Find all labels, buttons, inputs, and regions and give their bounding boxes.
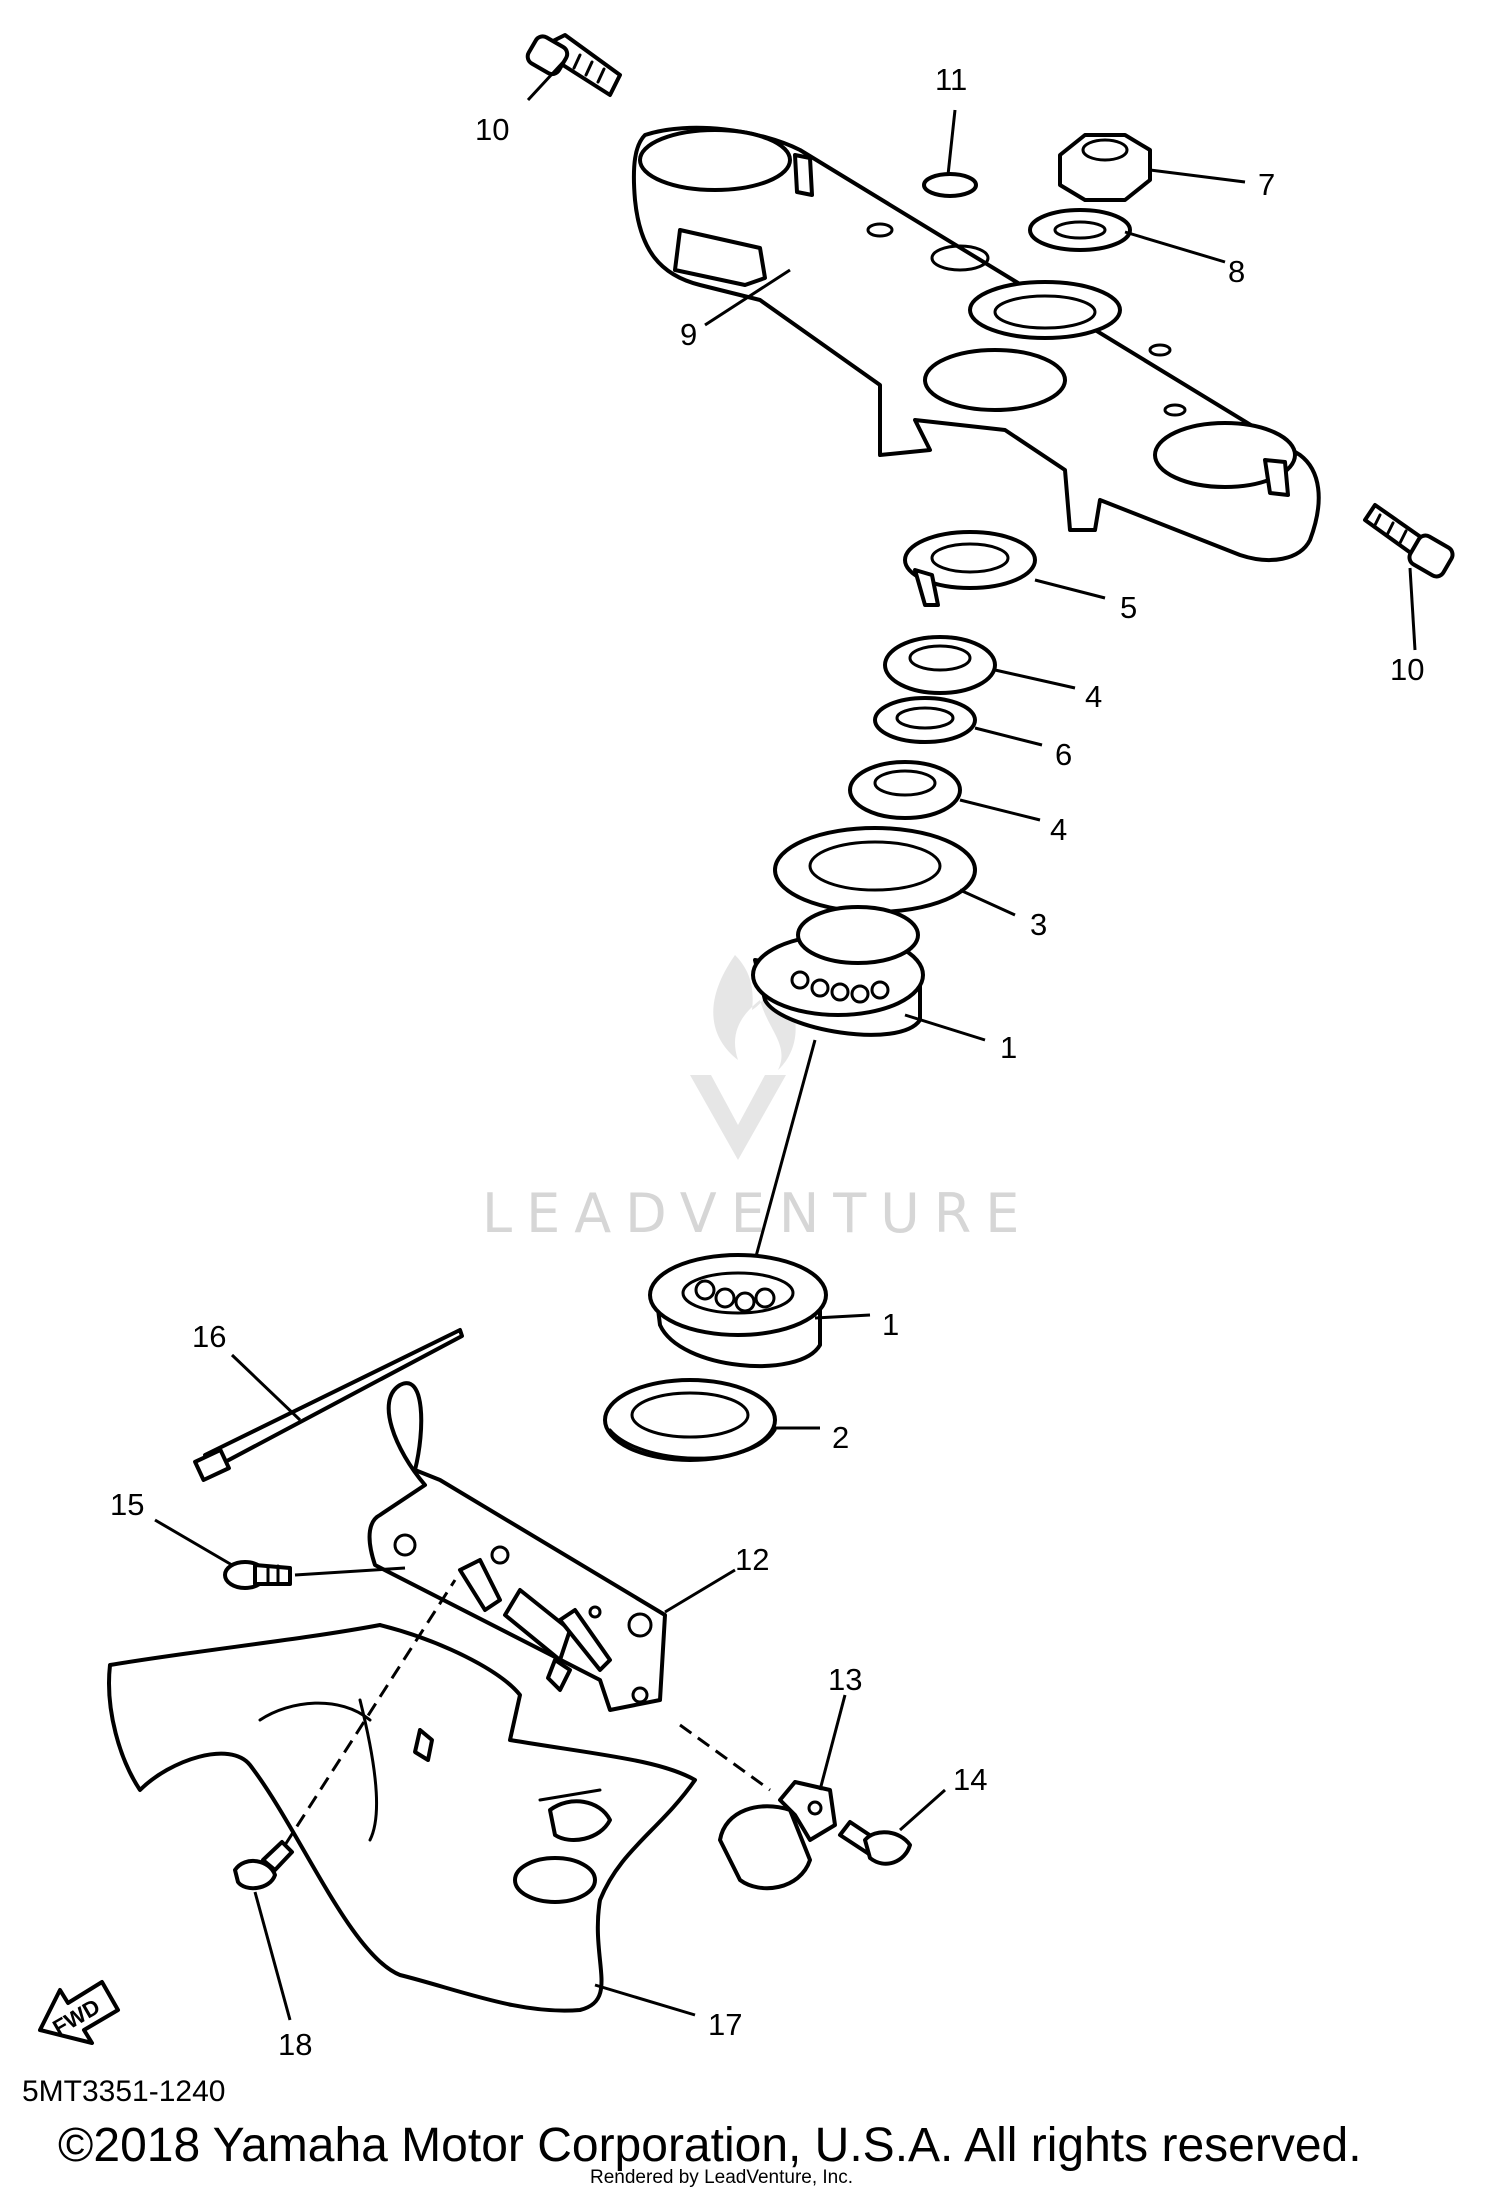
part-10-bolt-right <box>1363 503 1455 579</box>
callout-4-lower: 4 <box>1050 812 1067 847</box>
callout-1-upper: 1 <box>1000 1030 1017 1065</box>
watermark-text: LEADVENTURE <box>482 1182 1033 1245</box>
part-1-bearing-lower <box>648 1253 828 1369</box>
callout-13: 13 <box>828 1662 862 1697</box>
part-16-cable-tie <box>193 1328 464 1482</box>
callout-10-right: 10 <box>1390 652 1424 687</box>
callout-8: 8 <box>1228 254 1245 289</box>
callout-3: 3 <box>1030 907 1047 942</box>
callout-1-lower: 1 <box>882 1307 899 1342</box>
callout-18: 18 <box>278 2027 312 2062</box>
assembly-line-15 <box>294 1566 406 1577</box>
callout-16: 16 <box>192 1319 226 1354</box>
part-6-washer <box>873 696 977 744</box>
part-8-washer <box>1028 208 1132 252</box>
part-13-clamp <box>718 1780 837 1891</box>
part-15-bolt <box>223 1560 292 1590</box>
part-4-ring-nut-upper <box>883 635 997 695</box>
part-9-upper-bracket <box>631 125 1321 562</box>
assembly-line-18 <box>283 1579 457 1846</box>
leadventure-watermark: LEADVENTURE <box>482 955 1033 1245</box>
callout-11: 11 <box>935 62 967 97</box>
part-2-oil-seal <box>603 1378 777 1462</box>
part-4-ring-nut-lower <box>848 760 962 820</box>
steering-axis-line <box>753 1039 817 1261</box>
callout-12: 12 <box>735 1542 769 1577</box>
callout-10-left: 10 <box>475 112 509 147</box>
callout-14: 14 <box>953 1762 987 1797</box>
callout-15: 15 <box>110 1487 144 1522</box>
part-10-bolt-left <box>525 33 622 97</box>
copyright-notice: ©2018 Yamaha Motor Corporation, U.S.A. A… <box>58 2119 1362 2172</box>
callout-9: 9 <box>680 317 697 352</box>
part-11-plug <box>922 172 978 198</box>
fwd-arrow-icon: FWD <box>38 1980 120 2045</box>
assembly-line-13 <box>679 1723 771 1792</box>
callout-5: 5 <box>1120 590 1137 625</box>
part-7-nut <box>1058 133 1152 202</box>
part-18-bolt <box>233 1840 294 1891</box>
callout-17: 17 <box>708 2007 742 2042</box>
part-17-cover <box>107 1623 697 2013</box>
rendered-by-note: Rendered by LeadVenture, Inc. <box>590 2167 854 2188</box>
callout-7: 7 <box>1258 167 1275 202</box>
part-1-bearing-upper <box>751 905 925 1037</box>
part-14-bolt <box>838 1820 912 1866</box>
callout-labels: 1 1 2 3 4 4 5 6 7 8 9 10 10 11 12 13 14 … <box>110 62 1424 2062</box>
part-5-lock-washer <box>903 530 1037 607</box>
callout-2: 2 <box>832 1420 849 1455</box>
part-3-ball-race-cover <box>773 826 977 914</box>
callout-4-upper: 4 <box>1085 679 1102 714</box>
leader-lines <box>154 58 1417 2021</box>
reference-code: 5MT3351-1240 <box>22 2075 226 2108</box>
part-12-bracket <box>367 1381 667 1712</box>
callout-6: 6 <box>1055 737 1072 772</box>
